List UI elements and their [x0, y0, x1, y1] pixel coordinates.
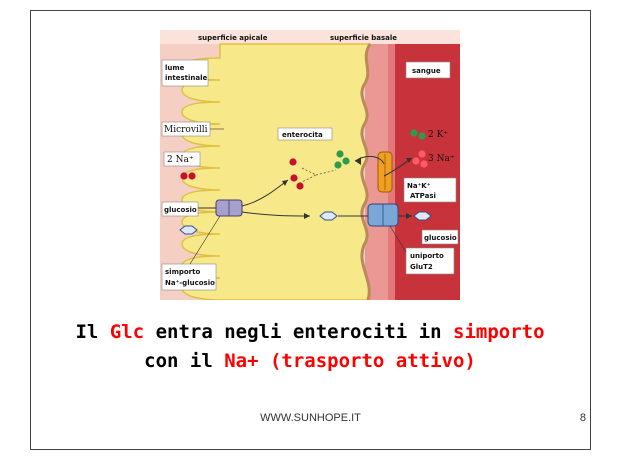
potassium-ion [334, 161, 341, 168]
caption-text: Il [75, 321, 109, 343]
potassium-ion [336, 150, 343, 157]
caption-text: entra negli enterociti in [144, 321, 453, 343]
microvilli-label: Microvilli [164, 125, 208, 135]
na-in-label: 2 Na⁺ [167, 155, 194, 165]
atpase-label-line2: ATPasi [410, 192, 436, 200]
sodium-ion [418, 150, 425, 157]
enterocyte-body [182, 44, 370, 300]
uniport-label-line1: uniporto [410, 252, 444, 260]
potassium-ion [410, 129, 417, 136]
potassium-ion [418, 132, 425, 139]
sodium-ion [289, 158, 296, 165]
caption-highlight-na: Na+ (trasporto attivo) [224, 350, 476, 372]
symport-label-line2: Na⁺-glucosio [165, 279, 215, 287]
sodium-ion [188, 172, 195, 179]
enterocyte-diagram: superficie apicale superficie basale lum… [160, 30, 460, 300]
caption-highlight-glc: Glc [110, 321, 144, 343]
potassium-ion [342, 157, 349, 164]
na-out-label: 3 Na⁺ [428, 154, 455, 164]
basal-label: superficie basale [330, 34, 397, 42]
glucose-right-label: glucosio [424, 234, 457, 242]
sodium-ion [412, 157, 419, 164]
caption-highlight-simporto: simporto [453, 321, 545, 343]
caption-line-2: con il Na+ (trasporto attivo) [40, 347, 580, 376]
sodium-ion [180, 172, 187, 179]
blood-label: sangue [412, 67, 441, 75]
enterocyte-label: enterocita [282, 131, 323, 139]
lumen-label-line1: lume [165, 64, 185, 72]
sodium-ion [296, 182, 303, 189]
apical-label: superficie apicale [198, 34, 268, 42]
glucose-left-label: glucosio [164, 206, 197, 214]
k-out-label: 2 K⁺ [428, 130, 448, 140]
symport-label-line1: simporto [165, 268, 200, 276]
footer-url: WWW.SUNHOPE.IT [0, 412, 621, 424]
uniport-label-line2: GluT2 [410, 263, 433, 271]
caption-text: con il [144, 350, 224, 372]
slide-caption: Il Glc entra negli enterociti in simport… [40, 318, 580, 376]
atpase-label-line1: Na⁺K⁺ [407, 182, 431, 190]
page-number: 8 [566, 412, 586, 424]
lumen-label-line2: intestinale [165, 74, 207, 82]
caption-line-1: Il Glc entra negli enterociti in simport… [40, 318, 580, 347]
sodium-ion [290, 174, 297, 181]
sodium-ion [420, 160, 427, 167]
